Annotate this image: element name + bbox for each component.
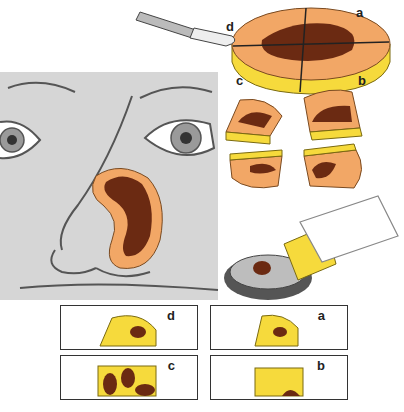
tumor (312, 162, 336, 178)
tissue-pieces (226, 90, 362, 188)
section-letter: c (168, 359, 175, 372)
tissue-surface (232, 8, 390, 80)
nose-base (96, 268, 150, 276)
section-letter: b (358, 74, 366, 87)
tumor (238, 112, 272, 128)
iris (171, 123, 201, 153)
tissue-piece (226, 99, 282, 136)
face-illustration (0, 72, 218, 300)
section-letter: c (236, 74, 243, 87)
section-map (98, 366, 156, 396)
tumor (262, 23, 355, 61)
nostril (51, 250, 96, 273)
section-letter: a (318, 309, 325, 322)
tumor (282, 390, 300, 396)
eye (145, 120, 214, 155)
lip-line (20, 284, 218, 290)
glass-slide (300, 196, 398, 262)
tumor (103, 373, 117, 395)
eyebrow (140, 87, 212, 98)
section-letter: b (317, 359, 325, 372)
tumor (250, 164, 276, 174)
section-letter: a (356, 6, 363, 19)
eyebrow (8, 83, 75, 92)
section-box: d (60, 305, 198, 350)
tumor (121, 368, 135, 388)
section-box: c (60, 355, 198, 400)
tumor (135, 384, 155, 396)
lesion-margin (92, 168, 162, 268)
scalpel-handle (136, 12, 196, 38)
pupil (7, 135, 17, 145)
eye (0, 121, 40, 158)
section-map (100, 316, 156, 346)
tumor (273, 327, 287, 337)
tumor (312, 106, 352, 122)
tissue-edge (230, 150, 282, 160)
excised-tissue (232, 8, 390, 94)
tumor (104, 176, 151, 256)
pupil (180, 132, 192, 144)
cut-line (233, 42, 389, 46)
tissue-edge (226, 132, 270, 144)
tissue-piece (304, 150, 362, 188)
tissue-piece (230, 156, 282, 188)
section-box: a (210, 305, 348, 350)
face-panel (0, 72, 218, 300)
cut-line (300, 8, 306, 92)
section-map (255, 368, 303, 396)
iris (0, 128, 24, 152)
section-map (255, 315, 298, 346)
tissue-piece (304, 90, 360, 132)
tissue-edge (304, 144, 356, 156)
section-box: b (210, 355, 348, 400)
section-letter: d (167, 309, 175, 322)
tumor (130, 326, 146, 338)
scalpel (136, 12, 235, 46)
tissue-edge (310, 128, 362, 140)
tumor (253, 261, 271, 275)
section-letter: d (226, 20, 234, 33)
cryostat-chuck (224, 196, 398, 300)
